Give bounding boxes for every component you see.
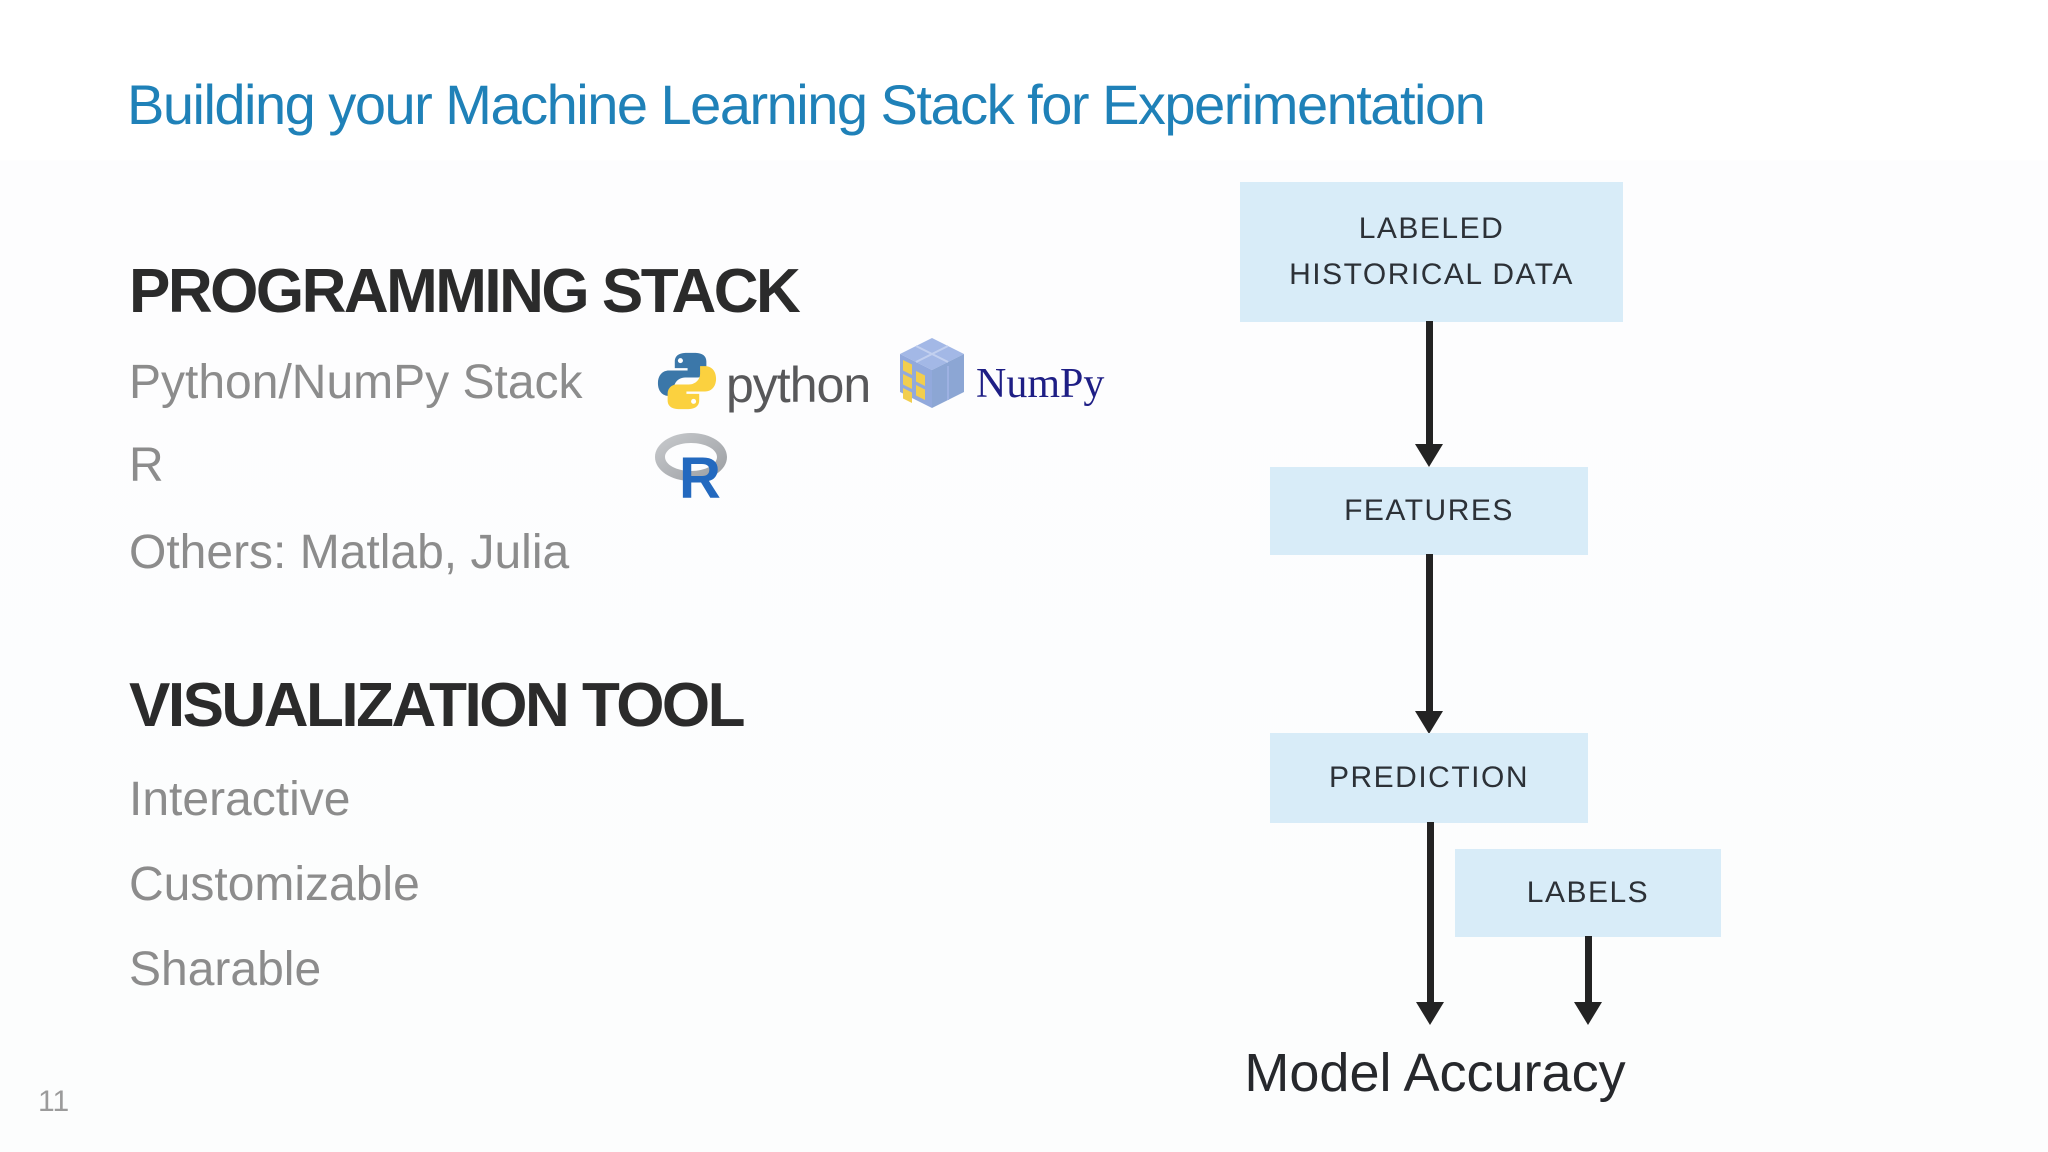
list-item-others: Others: Matlab, Julia <box>129 526 570 579</box>
flowchart-node-features: FEATURES <box>1270 467 1588 555</box>
page-number: 11 <box>38 1085 70 1118</box>
node-label-line: LABELS <box>1526 876 1650 909</box>
arrow-down-icon <box>1426 554 1433 712</box>
list-item-sharable: Sharable <box>129 943 322 996</box>
list-item-python-numpy-stack: Python/NumPy Stack <box>129 356 583 409</box>
numpy-wordmark: NumPy <box>976 361 1105 407</box>
list-item-r: R <box>129 439 164 492</box>
flowchart-node-prediction: PREDICTION <box>1270 733 1588 823</box>
flowchart-node-labeled-historical-data: LABELED HISTORICAL DATA <box>1240 182 1623 322</box>
list-item-interactive: Interactive <box>129 773 351 826</box>
arrowhead-down-icon <box>1416 1002 1444 1025</box>
node-label-line: HISTORICAL DATA <box>1289 258 1574 291</box>
numpy-logo-icon <box>900 338 964 408</box>
arrowhead-down-icon <box>1415 711 1443 734</box>
arrowhead-down-icon <box>1415 444 1443 467</box>
node-label-line: FEATURES <box>1344 494 1514 527</box>
model-accuracy-label: Model Accuracy <box>1244 1043 1626 1103</box>
python-wordmark: python <box>726 357 871 413</box>
section-heading-programming-stack: PROGRAMMING STACK <box>129 257 801 326</box>
node-label-line: PREDICTION <box>1328 761 1529 794</box>
node-label-line: LABELED <box>1358 212 1505 245</box>
slide-title: Building your Machine Learning Stack for… <box>127 73 1486 136</box>
r-logo-letter: R <box>679 446 721 502</box>
arrow-down-icon <box>1426 321 1433 445</box>
flowchart-node-labels: LABELS <box>1455 849 1721 937</box>
arrowhead-down-icon <box>1574 1002 1602 1025</box>
section-heading-visualization-tool: VISUALIZATION TOOL <box>129 671 746 740</box>
list-item-customizable: Customizable <box>129 858 420 911</box>
arrow-down-icon <box>1427 822 1434 1003</box>
r-logo-icon: R <box>655 433 727 502</box>
arrow-down-icon <box>1585 936 1592 1003</box>
python-logo-icon <box>657 352 717 410</box>
